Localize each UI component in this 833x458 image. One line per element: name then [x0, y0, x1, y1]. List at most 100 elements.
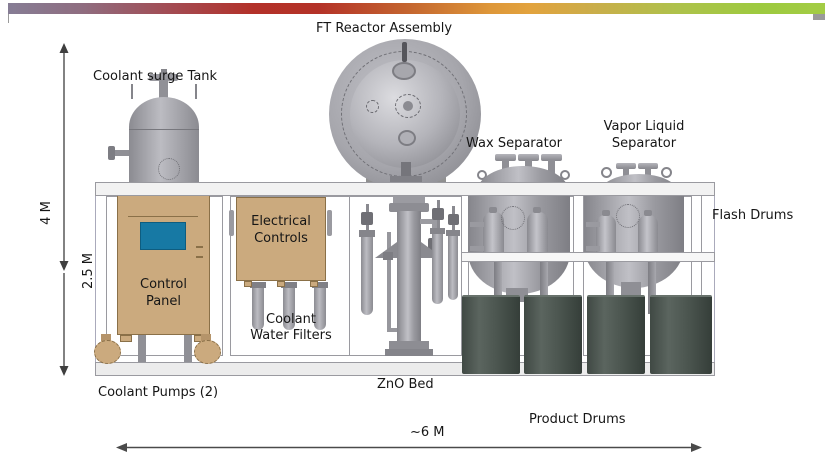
coolant-water-filters-label: Coolant Water Filters: [234, 312, 348, 344]
wax-nozzle-cap-2: [518, 154, 539, 161]
header-bar-left-tick: [8, 14, 9, 23]
filter-cap-1: [250, 282, 266, 288]
coolant-filter-3: [314, 288, 326, 330]
wax-nozzle-stem-3: [548, 160, 555, 174]
vls-vessel-leg-left: [606, 254, 614, 314]
vls-vessel-neck: [621, 282, 641, 298]
flash-drum-2-nub: [533, 207, 541, 213]
zno-instrument-left-valve: [361, 212, 373, 225]
flash-drum-3-nub: [602, 210, 610, 216]
filter-cap-2: [281, 282, 297, 288]
flash-drum-4: [638, 215, 658, 262]
vapor-liquid-separator-label-line2: Separator: [611, 136, 677, 151]
cabinet-leg-right: [184, 335, 192, 363]
control-panel-screen: [140, 222, 186, 250]
wax-bay-pipe-2: [470, 246, 484, 251]
zno-side-pipe: [387, 232, 391, 332]
reactor-port-center-dot: [403, 101, 413, 111]
reactor-bottom-flange: [390, 176, 422, 182]
product-drums-label: Product Drums: [529, 412, 626, 427]
electrical-lug-3: [310, 281, 318, 287]
surge-tank-valve-cap: [149, 74, 178, 81]
surge-tank-top-nub: [161, 69, 167, 75]
coolant-pump-right: [194, 340, 221, 364]
surge-tank-pin-right: [195, 84, 197, 99]
vls-vessel-vent-pattern: [616, 204, 640, 228]
flash-drums-label: Flash Drums: [712, 208, 794, 223]
electrical-handle-left: [229, 210, 234, 236]
electrical-controls-label-line1: Electrical: [251, 214, 311, 229]
flash-drum-1: [483, 212, 504, 262]
control-panel-label-line1: Control: [140, 277, 187, 292]
coolant-water-filters-label-line2: Water Filters: [250, 328, 332, 343]
product-drum-2: [524, 295, 582, 374]
zno-column: [397, 211, 421, 343]
electrical-controls-cabinet: [236, 197, 326, 281]
product-drum-3: [587, 295, 645, 374]
coolant-pump-left: [94, 340, 121, 364]
control-panel-cabinet: [117, 192, 210, 335]
coolant-surge-tank-label: Coolant surge Tank: [93, 69, 218, 84]
surge-tank-vent-pattern: [158, 158, 180, 180]
zno-top-cap: [393, 196, 425, 204]
zno-bottom-flange-1: [389, 341, 429, 349]
vapor-liquid-separator-label: Vapor Liquid Separator: [589, 118, 699, 152]
zno-instrument-right1-valve: [432, 208, 444, 220]
vertical-arrow-2-5m: [59, 273, 69, 376]
vls-lug-left: [601, 167, 612, 178]
surge-tank-pin-left: [131, 84, 133, 99]
electrical-lug-1: [244, 281, 252, 287]
electrical-controls-label: Electrical Controls: [238, 213, 324, 247]
separator-bay-rail: [461, 252, 715, 262]
vls-nozzle-cap-1: [616, 163, 636, 169]
cabinet-foot-left: [120, 335, 132, 342]
vls-lug-right: [661, 167, 672, 178]
zno-instrument-right1-cylinder: [432, 234, 443, 304]
wax-bay-pipe-1: [470, 222, 484, 227]
electrical-handle-right: [327, 210, 332, 236]
control-panel-label-line2: Panel: [145, 294, 182, 309]
zno-instrument-right2-cylinder: [448, 236, 458, 300]
flash-drum-1-nub: [489, 207, 497, 213]
wax-nozzle-cap-1: [495, 154, 516, 161]
coolant-pumps-label: Coolant Pumps (2): [98, 385, 219, 400]
cabinet-leg-left: [138, 335, 146, 363]
product-drum-4: [650, 295, 712, 374]
wax-nozzle-cap-3: [541, 154, 562, 161]
rainbow-header-bar: [8, 3, 825, 14]
wax-vessel-vent-pattern: [501, 206, 525, 230]
wax-separator-label: Wax Separator: [466, 136, 562, 151]
zno-side-pipe-elbow: [387, 328, 399, 332]
zno-bottom-flange-2: [385, 349, 433, 356]
vls-vessel-leg-right: [648, 254, 656, 314]
electrical-controls-label-line2: Controls: [254, 231, 308, 246]
flash-drum-2: [527, 212, 548, 262]
zno-instrument-left-cylinder: [361, 237, 373, 315]
coolant-water-filters-label-line1: Coolant: [266, 312, 316, 327]
dimension-2-5m-label: 2.5 M: [81, 252, 96, 290]
wax-vessel-leg-right: [540, 258, 548, 318]
reactor-port-lower: [398, 130, 416, 146]
vapor-liquid-separator-label-line1: Vapor Liquid: [603, 119, 685, 134]
flash-drum-4-nub: [644, 210, 652, 216]
diagram-title: FT Reactor Assembly: [316, 21, 453, 36]
reactor-port-left: [366, 100, 379, 113]
dimension-4m-label: 4 M: [39, 201, 54, 225]
zno-pipe-flange: [383, 252, 393, 260]
horizontal-arrow-6m: [116, 443, 702, 452]
reactor-top-port: [392, 62, 416, 80]
product-drum-1: [462, 295, 520, 374]
dimension-6m-label: ~6 M: [410, 425, 445, 440]
reactor-top-slot: [402, 42, 407, 62]
platform-deck: [95, 182, 715, 196]
zno-instrument-left-cap: [359, 230, 375, 237]
control-panel-switch-2: [196, 256, 203, 258]
coolant-filter-1: [252, 288, 264, 330]
coolant-pump-right-nub: [201, 334, 211, 342]
surge-tank-dome: [129, 97, 199, 131]
zno-elbow-horizontal: [420, 219, 436, 224]
surge-tank-valve-stem: [159, 79, 168, 100]
zno-bed-label: ZnO Bed: [377, 377, 434, 392]
control-panel-label: Control Panel: [119, 276, 208, 310]
